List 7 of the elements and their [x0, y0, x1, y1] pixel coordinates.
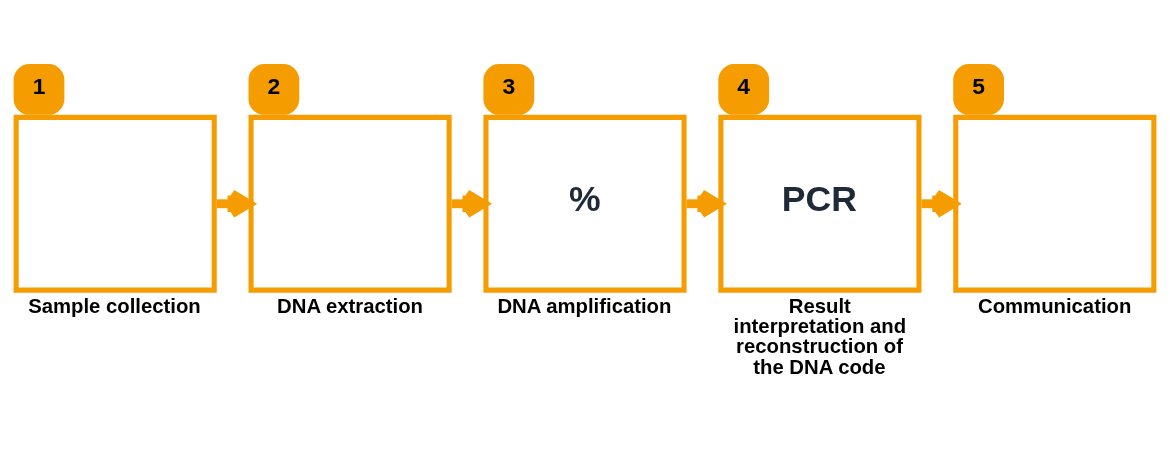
node-label: Communication: [978, 294, 1132, 317]
node-label: DNA amplification: [497, 294, 672, 317]
node-label: DNA extraction: [277, 294, 423, 317]
label: PCR: [781, 179, 857, 220]
node-label: Sample collection: [28, 294, 201, 317]
node-label: Result interpretation and reconstruction of the DNA code: [733, 294, 907, 378]
label: %: [569, 179, 601, 220]
